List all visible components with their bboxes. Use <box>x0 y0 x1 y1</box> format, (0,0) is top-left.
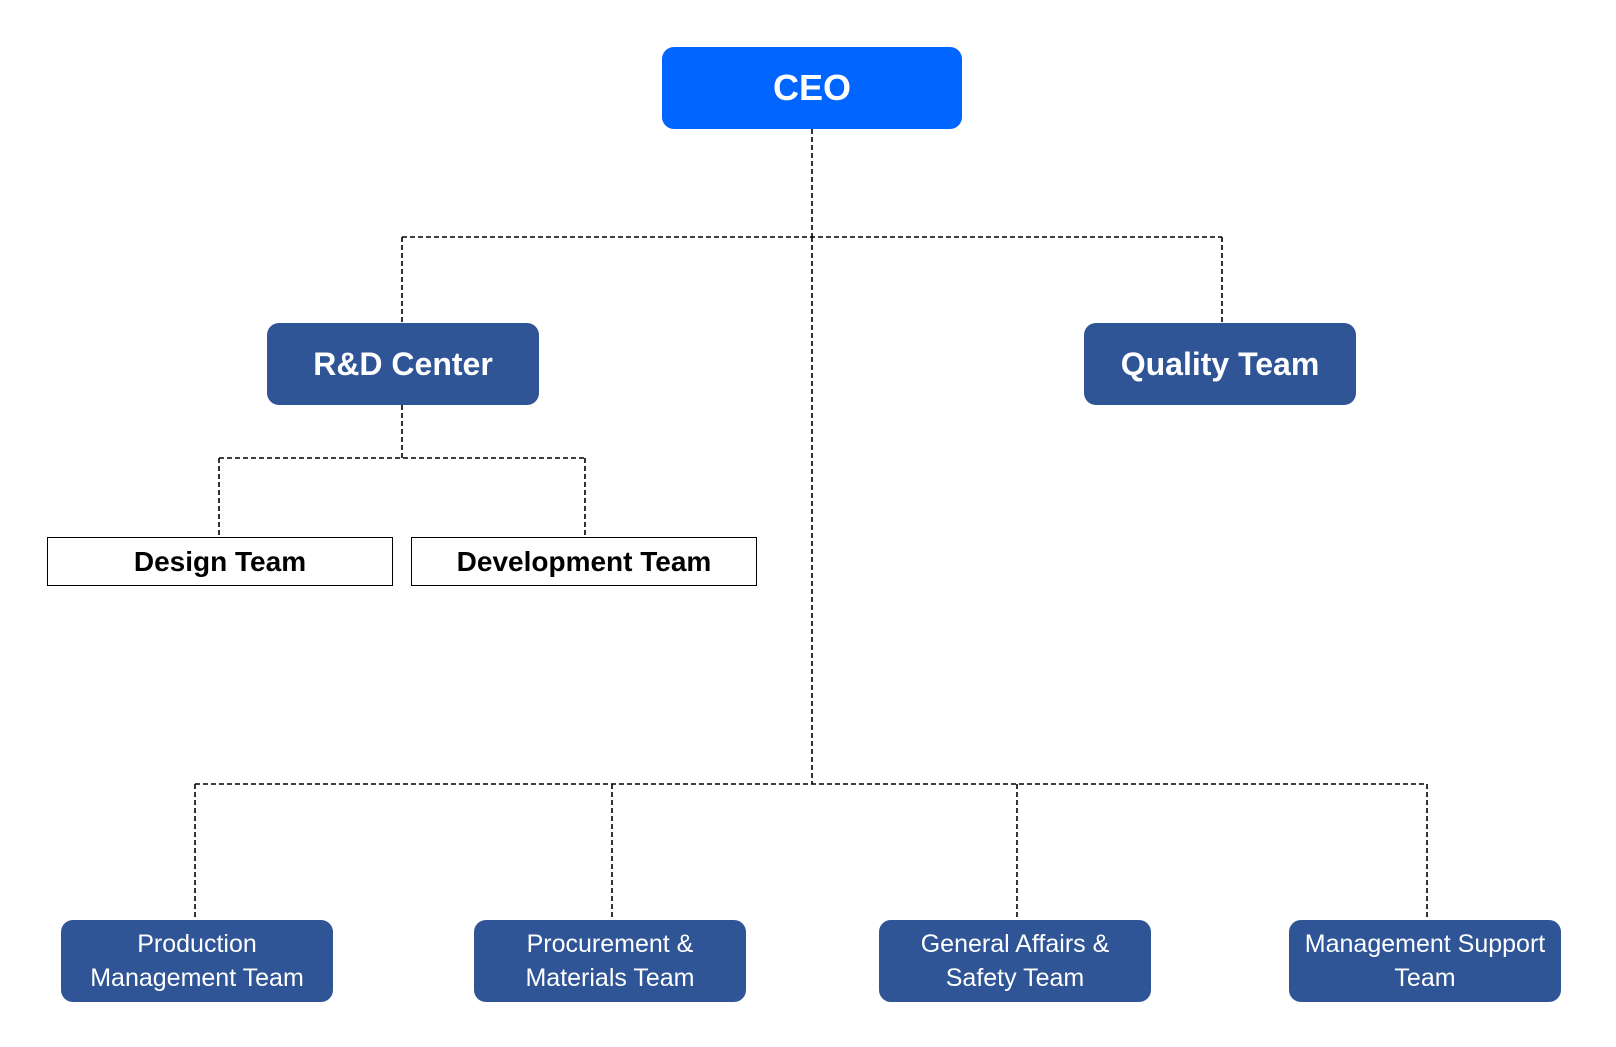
rnd-center-label: R&D Center <box>313 345 493 382</box>
procurement-materials-team-box: Procurement & Materials Team <box>474 920 746 1002</box>
development-team-box: Development Team <box>411 537 757 586</box>
design-team-label: Design Team <box>133 545 307 577</box>
design-team-box: Design Team <box>47 537 393 586</box>
management-support-label-line2: Team <box>1394 964 1456 992</box>
production-label-line1: Production <box>137 930 257 958</box>
general-affairs-label-line1: General Affairs & <box>920 930 1110 958</box>
management-support-label-line1: Management Support <box>1304 930 1546 958</box>
ceo-box: CEO <box>662 47 962 129</box>
production-management-team-box: Production Management Team <box>61 920 333 1002</box>
quality-team-label: Quality Team <box>1120 345 1320 382</box>
procurement-label-line2: Materials Team <box>525 964 695 992</box>
development-team-label: Development Team <box>456 545 712 577</box>
rnd-center-box: R&D Center <box>267 323 539 405</box>
procurement-label-line1: Procurement & <box>526 930 694 958</box>
general-affairs-safety-team-box: General Affairs & Safety Team <box>879 920 1151 1002</box>
quality-team-box: Quality Team <box>1084 323 1356 405</box>
general-affairs-label-line2: Safety Team <box>945 964 1085 992</box>
ceo-label: CEO <box>772 67 851 108</box>
production-label-line2: Management Team <box>90 964 304 992</box>
management-support-team-box: Management Support Team <box>1289 920 1561 1002</box>
